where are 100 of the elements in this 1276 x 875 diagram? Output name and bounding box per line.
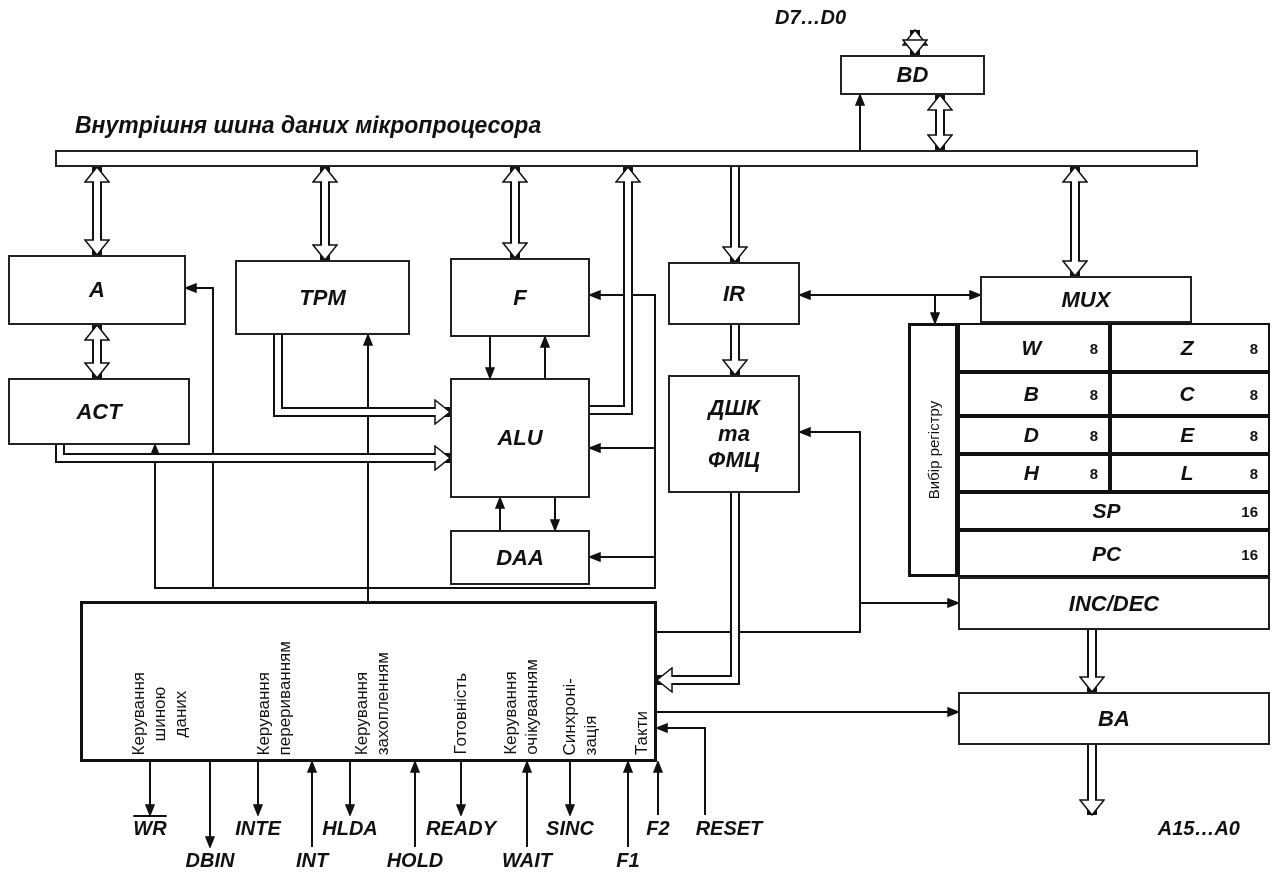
bus-arrow [1062,166,1088,277]
function-label: Керування очікуванням [500,659,542,755]
bit-width: 8 [1089,426,1098,444]
bit-width: 8 [1089,385,1098,403]
signal-arrow [205,761,215,848]
register-box [1110,416,1270,454]
register-box [958,454,1110,492]
signal-label: INTE [228,815,288,841]
register-name: C [1179,382,1195,406]
bus-arrow [84,324,110,379]
signal-arrow [345,761,355,816]
register-name: B [1023,382,1039,406]
bus-title: Внутрішня шина даних мікропроцесора [75,112,542,139]
register-name: L [1180,461,1194,485]
signal-label: DBIN [180,847,240,873]
function-label: Керування перериванням [253,640,295,755]
function-label: Керування захопленням [351,651,393,755]
bit-width: 16 [1241,545,1258,562]
register-name: W [1021,335,1042,360]
block-label: IR [723,280,745,307]
signal-arrow [550,497,560,531]
register-box [235,260,410,335]
register-name: H [1023,461,1039,485]
signal-arrow [656,707,959,717]
function-box [450,530,590,585]
bus-arrow [722,325,748,376]
register-box [8,255,186,325]
bus-arrow [656,493,740,693]
bus-arrow [273,335,451,425]
block-label: A [89,277,105,303]
register-name: E [1180,423,1195,447]
bus-arrow [927,94,953,151]
signal-arrow [253,761,263,816]
block-label: ДШК та ФМЦ [706,395,762,473]
bit-width: 8 [1089,464,1098,482]
signal-arrow [485,336,495,379]
register-box [1110,323,1270,372]
block-label: TPM [299,284,346,311]
signal-label: HLDA [317,815,383,841]
register-box [958,416,1110,454]
signal-label: WR [130,815,170,841]
signal-arrow [565,761,575,816]
bus-label: D7…D0 [775,4,893,30]
register-box [958,492,1270,530]
signal-label: READY [419,815,503,841]
register-box [8,378,190,445]
alu-box [450,378,590,498]
vertical-label: Вибір регістру [924,400,943,500]
signal-label: F2 [643,815,673,841]
bit-width: 8 [1249,385,1258,403]
signal-arrow [495,497,505,531]
signal-arrow [623,761,633,848]
bit-width: 8 [1249,426,1258,444]
register-box [1110,372,1270,416]
bus-arrow [1079,745,1105,816]
bit-width: 8 [1249,464,1258,482]
signal-arrow [799,294,940,324]
signal-label: RESET [688,815,770,841]
bus-arrow [312,166,338,261]
buffer-box [958,692,1270,745]
register-box [958,372,1110,416]
signal-label: F1 [613,847,643,873]
block-label: ALU [497,425,543,451]
bus-arrow [84,166,110,256]
register-box [1110,454,1270,492]
signal-arrow [540,336,550,379]
signal-arrow [456,761,466,816]
bus-arrow [1079,630,1105,693]
register-box [958,323,1110,372]
bus-arrow [590,166,641,415]
block-label: F [513,284,527,311]
bit-width: 8 [1089,339,1098,356]
signal-label: WAIT [496,847,558,873]
block-label: BD [896,62,929,88]
bus-arrow [722,167,748,263]
function-label: Керування шиною даних [128,671,191,755]
decoder-box [668,375,800,493]
select-box [908,323,958,577]
block-label: ACT [76,398,122,425]
register-name: Z [1180,335,1194,360]
control-unit-box [80,601,657,762]
block-label: INC/DEC [1068,590,1160,617]
signal-arrow [656,723,706,816]
register-name: D [1023,423,1039,447]
signal-arrow [145,761,155,816]
signal-label: HOLD [382,847,448,873]
bus-arrow [902,29,928,56]
signal-arrow [522,761,532,848]
block-label: BA [1098,705,1130,732]
function-box [958,577,1270,630]
signal-label: INT [290,847,334,873]
function-label: Синхроні- зація [559,677,601,755]
signal-arrow [799,290,981,300]
register-name: PC [1092,541,1122,566]
signal-arrow [855,94,865,151]
register-box [450,258,590,337]
register-box [958,530,1270,577]
block-label: DAA [496,544,544,571]
function-label: Готовність [450,673,471,755]
register-box [668,262,800,325]
